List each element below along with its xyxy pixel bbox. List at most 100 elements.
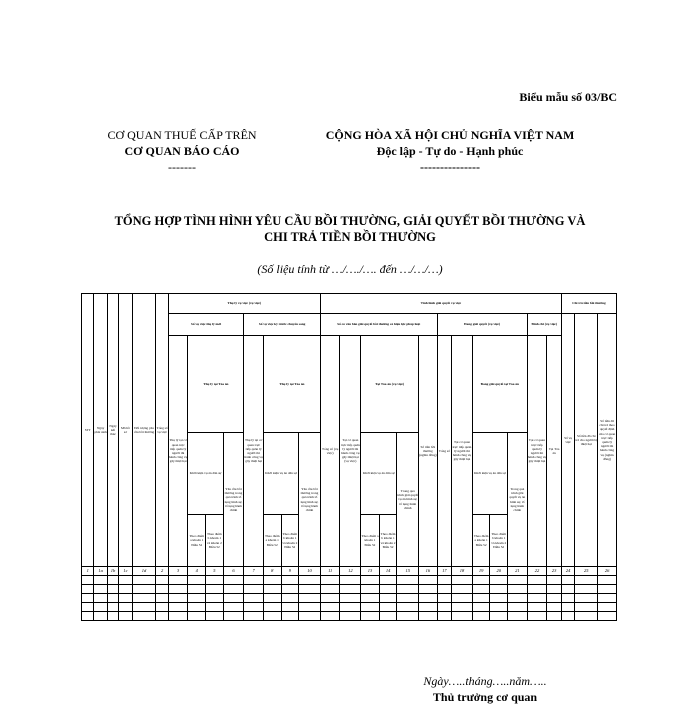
data-cell[interactable]	[339, 575, 362, 585]
data-cell[interactable]	[436, 575, 453, 585]
data-cell[interactable]	[93, 575, 108, 585]
data-cell[interactable]	[451, 593, 473, 603]
data-cell[interactable]	[262, 584, 282, 594]
data-cell[interactable]	[560, 611, 576, 621]
data-cell[interactable]	[118, 611, 133, 621]
data-cell[interactable]	[222, 611, 245, 621]
data-cell[interactable]	[546, 602, 562, 612]
data-cell[interactable]	[360, 584, 380, 594]
data-cell[interactable]	[507, 575, 528, 585]
data-cell[interactable]	[436, 593, 453, 603]
data-cell[interactable]	[471, 602, 491, 612]
data-cell[interactable]	[574, 575, 599, 585]
data-cell[interactable]	[489, 584, 508, 594]
data-cell[interactable]	[155, 602, 169, 612]
data-cell[interactable]	[378, 593, 398, 603]
data-cell[interactable]	[298, 575, 321, 585]
data-cell[interactable]	[489, 593, 508, 603]
data-cell[interactable]	[167, 584, 189, 594]
data-cell[interactable]	[106, 611, 120, 621]
data-cell[interactable]	[574, 611, 599, 621]
data-cell[interactable]	[339, 593, 362, 603]
data-cell[interactable]	[471, 575, 491, 585]
data-cell[interactable]	[507, 593, 528, 603]
data-cell[interactable]	[155, 584, 169, 594]
data-cell[interactable]	[187, 611, 207, 621]
data-cell[interactable]	[507, 584, 528, 594]
data-cell[interactable]	[436, 584, 453, 594]
data-cell[interactable]	[205, 602, 224, 612]
data-cell[interactable]	[560, 602, 576, 612]
data-cell[interactable]	[280, 602, 300, 612]
data-cell[interactable]	[118, 575, 133, 585]
data-cell[interactable]	[339, 584, 362, 594]
data-cell[interactable]	[298, 593, 321, 603]
data-cell[interactable]	[396, 584, 420, 594]
data-cell[interactable]	[396, 602, 420, 612]
data-cell[interactable]	[574, 602, 599, 612]
data-cell[interactable]	[451, 575, 473, 585]
data-cell[interactable]	[526, 593, 548, 603]
data-cell[interactable]	[597, 602, 617, 612]
data-cell[interactable]	[118, 602, 133, 612]
data-cell[interactable]	[131, 611, 157, 621]
data-cell[interactable]	[118, 593, 133, 603]
data-cell[interactable]	[451, 611, 473, 621]
data-cell[interactable]	[489, 611, 508, 621]
data-cell[interactable]	[360, 575, 380, 585]
data-cell[interactable]	[597, 593, 617, 603]
data-cell[interactable]	[167, 575, 189, 585]
data-cell[interactable]	[280, 584, 300, 594]
data-cell[interactable]	[131, 584, 157, 594]
data-cell[interactable]	[546, 593, 562, 603]
data-cell[interactable]	[597, 575, 617, 585]
data-cell[interactable]	[319, 575, 341, 585]
data-cell[interactable]	[471, 593, 491, 603]
data-cell[interactable]	[546, 611, 562, 621]
data-cell[interactable]	[489, 602, 508, 612]
data-cell[interactable]	[205, 575, 224, 585]
data-cell[interactable]	[574, 584, 599, 594]
data-cell[interactable]	[436, 611, 453, 621]
data-cell[interactable]	[597, 611, 617, 621]
data-cell[interactable]	[243, 584, 264, 594]
data-cell[interactable]	[106, 584, 120, 594]
data-cell[interactable]	[339, 611, 362, 621]
data-cell[interactable]	[418, 611, 438, 621]
data-cell[interactable]	[80, 611, 95, 621]
data-cell[interactable]	[106, 593, 120, 603]
data-cell[interactable]	[93, 584, 108, 594]
data-cell[interactable]	[131, 593, 157, 603]
data-cell[interactable]	[280, 575, 300, 585]
data-cell[interactable]	[243, 575, 264, 585]
data-cell[interactable]	[187, 593, 207, 603]
data-cell[interactable]	[243, 611, 264, 621]
data-cell[interactable]	[118, 584, 133, 594]
data-cell[interactable]	[319, 602, 341, 612]
data-cell[interactable]	[436, 602, 453, 612]
data-cell[interactable]	[205, 593, 224, 603]
data-cell[interactable]	[526, 575, 548, 585]
data-cell[interactable]	[396, 593, 420, 603]
data-cell[interactable]	[378, 575, 398, 585]
data-cell[interactable]	[205, 611, 224, 621]
data-cell[interactable]	[298, 584, 321, 594]
data-cell[interactable]	[597, 584, 617, 594]
data-cell[interactable]	[280, 593, 300, 603]
data-cell[interactable]	[205, 584, 224, 594]
data-cell[interactable]	[451, 584, 473, 594]
data-cell[interactable]	[560, 575, 576, 585]
data-cell[interactable]	[378, 611, 398, 621]
data-cell[interactable]	[262, 575, 282, 585]
data-cell[interactable]	[418, 602, 438, 612]
data-cell[interactable]	[155, 575, 169, 585]
data-cell[interactable]	[262, 611, 282, 621]
data-cell[interactable]	[106, 602, 120, 612]
data-cell[interactable]	[243, 602, 264, 612]
data-cell[interactable]	[451, 602, 473, 612]
data-cell[interactable]	[106, 575, 120, 585]
data-cell[interactable]	[93, 602, 108, 612]
data-cell[interactable]	[396, 575, 420, 585]
data-cell[interactable]	[131, 602, 157, 612]
data-cell[interactable]	[167, 611, 189, 621]
